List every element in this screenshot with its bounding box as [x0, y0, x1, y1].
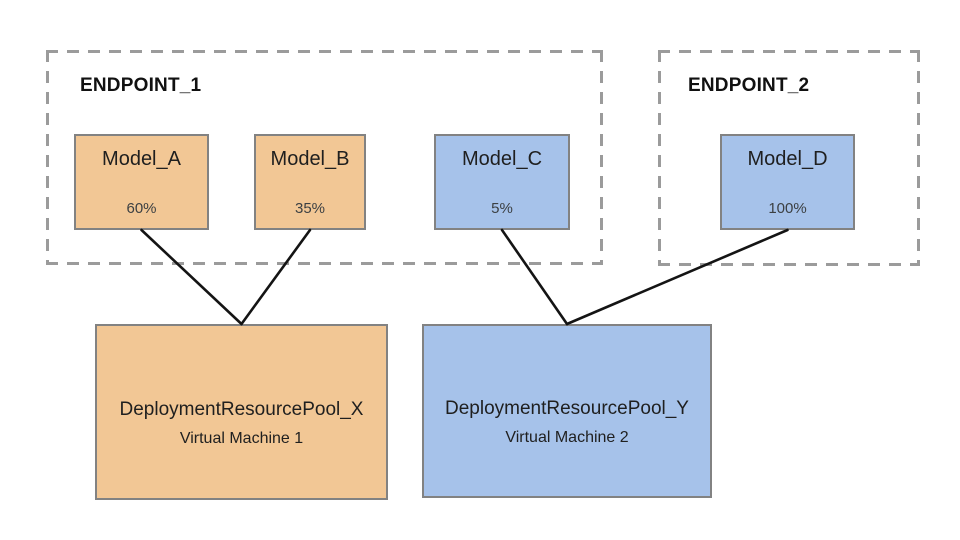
- model-d-box: Model_D 100%: [720, 134, 855, 230]
- model-d-traffic-percentage: 100%: [768, 200, 807, 217]
- model-c-traffic-percentage: 5%: [491, 200, 513, 217]
- endpoint-2-group: ENDPOINT_2 Model_D 100%: [658, 50, 920, 266]
- endpoint-1-label: ENDPOINT_1: [80, 75, 202, 96]
- pool-x-virtual-machine-label: Virtual Machine 1: [179, 429, 304, 447]
- model-c-box: Model_C 5%: [434, 134, 570, 230]
- deployment-resource-pool-x-box: DeploymentResourcePool_X Virtual Machine…: [95, 324, 388, 500]
- endpoint-1-group: ENDPOINT_1 Model_A 60% Model_B 35% Model…: [46, 50, 603, 265]
- model-b-traffic-percentage: 35%: [294, 200, 326, 217]
- deployment-resource-pool-y-box: DeploymentResourcePool_Y Virtual Machine…: [422, 324, 712, 498]
- model-c-name: Model_C: [461, 148, 543, 170]
- model-a-name: Model_A: [102, 148, 181, 170]
- pool-y-name: DeploymentResourcePool_Y: [445, 397, 689, 419]
- model-a-traffic-percentage: 60%: [126, 200, 157, 217]
- endpoint-2-label: ENDPOINT_2: [688, 75, 810, 96]
- pool-y-virtual-machine-label: Virtual Machine 2: [505, 428, 629, 446]
- model-b-name: Model_B: [270, 148, 350, 170]
- pool-x-name: DeploymentResourcePool_X: [119, 398, 364, 420]
- model-a-box: Model_A 60%: [74, 134, 209, 230]
- model-b-box: Model_B 35%: [254, 134, 366, 230]
- model-d-name: Model_D: [747, 148, 828, 170]
